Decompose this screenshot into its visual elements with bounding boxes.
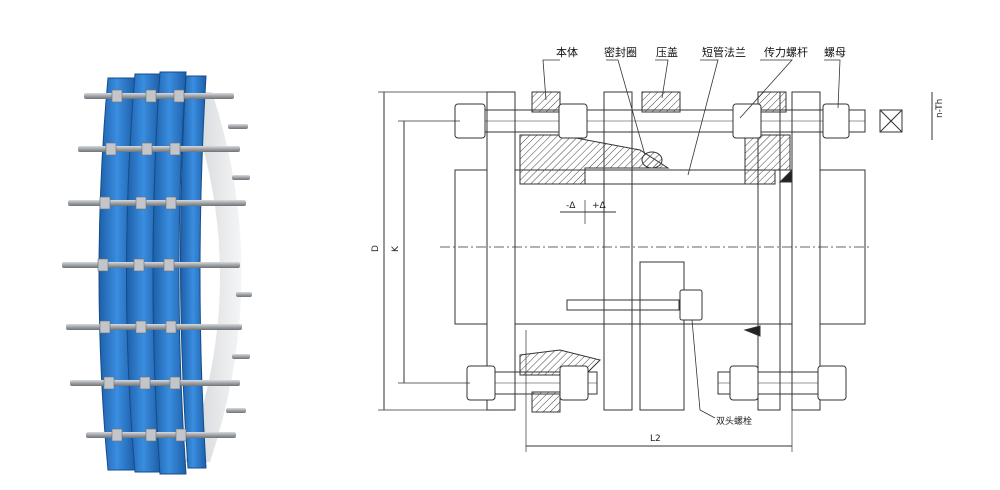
seal-ring-hatch <box>641 151 663 169</box>
stud-bolt-nut <box>679 289 703 321</box>
pipe-bore <box>185 92 242 462</box>
dim-label-minus-delta: -Δ <box>566 201 576 211</box>
callout-labels: 本体 密封圈 压盖 短管法兰 传力螺杆 螺母 双头螺栓 <box>556 45 846 427</box>
product-photo <box>62 71 252 475</box>
dim-label-nTh: n-Th <box>935 99 945 118</box>
callout-stud: 双头螺栓 <box>716 415 752 427</box>
callout-short-pipe-flange: 短管法兰 <box>702 45 746 59</box>
body-hatch-top <box>531 91 561 113</box>
weld-mark <box>743 325 761 337</box>
right-pipe-outline <box>819 169 866 325</box>
flange-hatch-top <box>757 91 787 113</box>
flange-ring-3 <box>152 71 187 475</box>
body-hatch-bottom <box>531 391 561 413</box>
dim-label-D: D <box>371 245 381 252</box>
gland-hatch-top <box>641 91 681 113</box>
callout-body: 本体 <box>556 45 578 59</box>
callout-nut: 螺母 <box>824 46 846 59</box>
left-pipe-outline <box>454 169 488 325</box>
right-flange-outline <box>791 91 821 411</box>
dim-label-L2: L2 <box>650 434 661 444</box>
flange-ring-4 <box>179 75 207 469</box>
gland-plate <box>603 91 633 411</box>
leader-lines <box>542 59 841 419</box>
dim-label-K: K <box>391 245 401 252</box>
drawing-nuts <box>454 103 850 401</box>
technical-drawing <box>378 59 933 452</box>
lower-gland <box>639 261 685 411</box>
callout-seal-ring: 密封圈 <box>604 45 637 59</box>
dimension-labels: n-Th D K -Δ +Δ L2 <box>371 99 945 444</box>
photo-nuts <box>97 89 187 442</box>
callout-gland: 压盖 <box>656 45 678 59</box>
dim-label-plus-delta: +Δ <box>592 201 607 211</box>
left-flange-outline <box>486 91 516 411</box>
short-flange-hatch <box>744 134 791 185</box>
callout-tie-rod: 传力螺杆 <box>764 45 808 59</box>
stud-bolt-shaft <box>566 299 680 311</box>
bolt-hole-symbol <box>879 109 903 133</box>
weld-mark-top <box>778 168 793 183</box>
